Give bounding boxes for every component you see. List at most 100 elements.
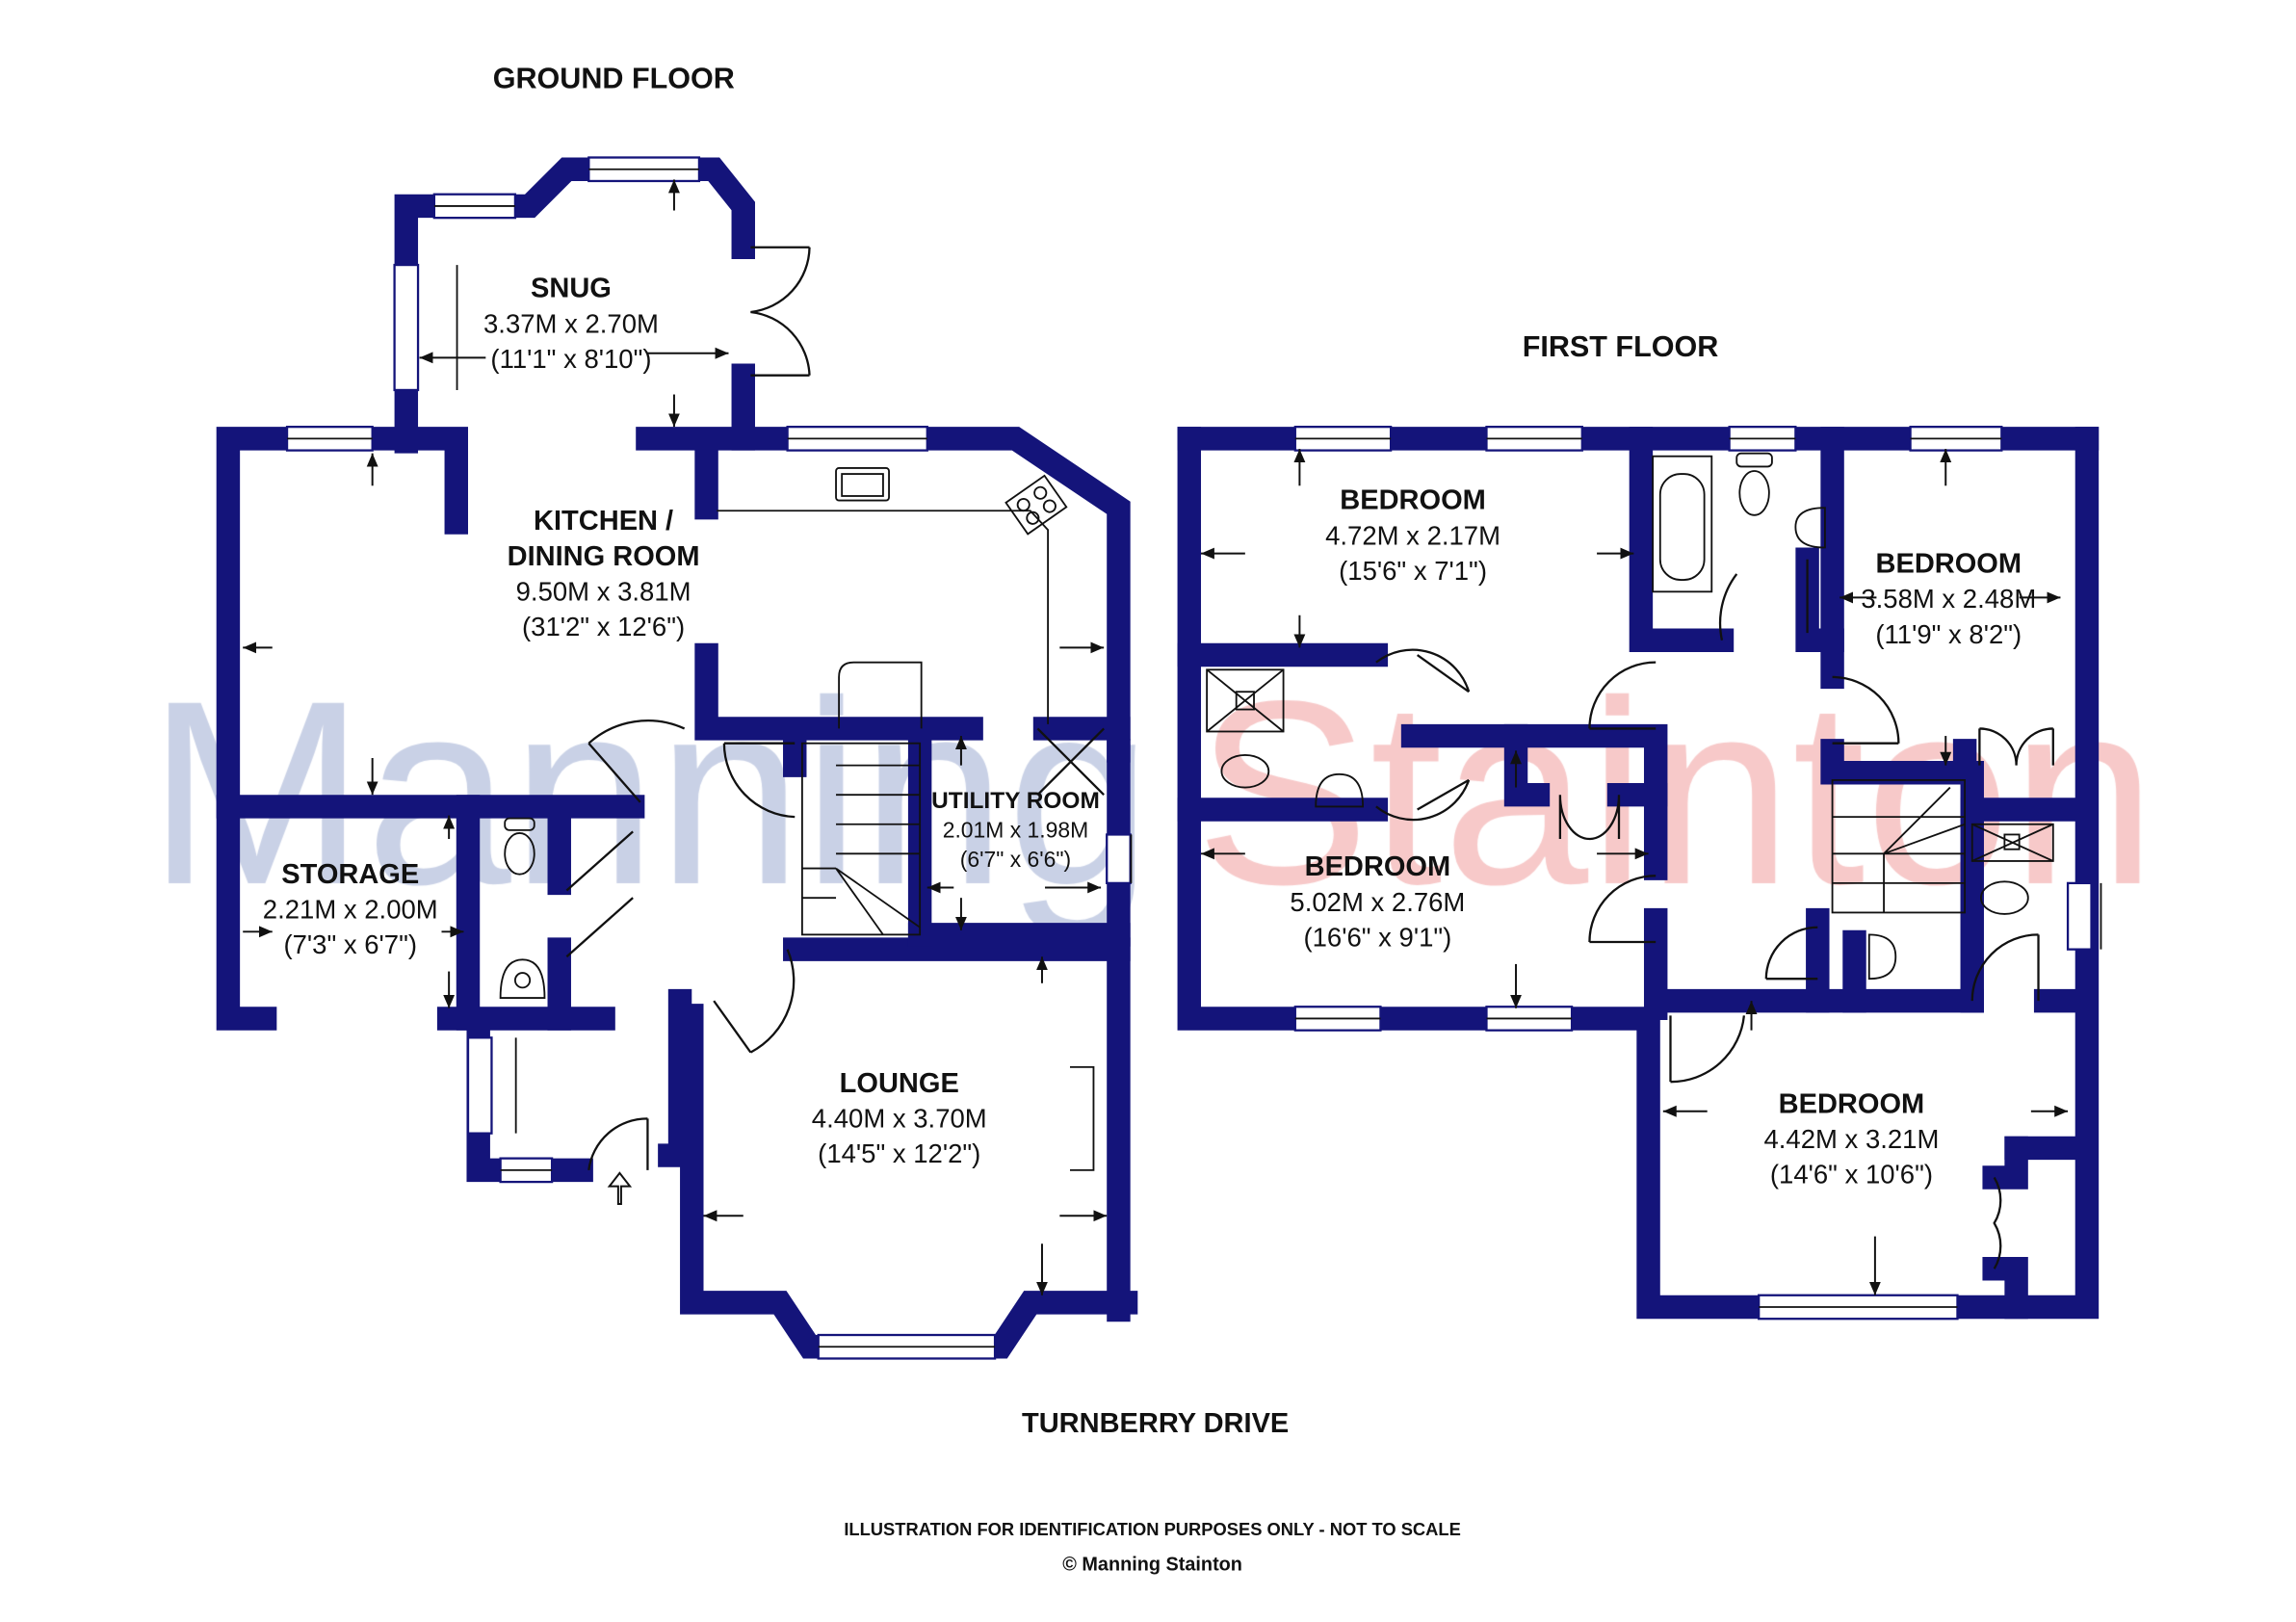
svg-text:DINING ROOM: DINING ROOM [508,541,700,572]
wall [394,157,755,454]
window [1728,426,1797,452]
door [1970,933,2040,1002]
svg-text:3.58M x 2.48M: 3.58M x 2.48M [1861,584,2036,614]
window [1293,1006,1382,1032]
window [587,156,701,183]
door [750,246,811,377]
wall [694,642,983,741]
bath-icon [1652,455,1713,593]
stairs-ground [800,742,922,936]
door [1832,675,1900,745]
svg-text:KITCHEN /: KITCHEN / [534,506,673,536]
svg-text:4.42M x 3.21M: 4.42M x 3.21M [1763,1124,1939,1154]
kitchen-sink-icon [835,467,890,502]
window [393,263,458,392]
svg-text:BEDROOM: BEDROOM [1305,851,1451,882]
room-label-bedroom-3: BEDROOM 5.02M x 2.76M (16'6" x 9'1") [1290,851,1465,952]
windows [285,156,2102,1360]
breakfast-bar [838,661,923,729]
svg-text:STORAGE: STORAGE [281,859,419,890]
door [1764,926,1818,981]
door [1036,727,1105,797]
basin-icon [1315,772,1365,808]
door [1669,1015,1746,1084]
wall [216,427,469,1031]
window [786,426,928,452]
room-label-utility: UTILITY ROOM 2.01M x 1.98M (6'7" x 6'6") [931,788,1100,872]
toilet-icon [1735,452,1773,516]
svg-text:(6'7" x 6'6"): (6'7" x 6'6") [960,847,1071,872]
window [499,1157,554,1184]
svg-text:(14'6" x 10'6"): (14'6" x 10'6") [1770,1160,1933,1190]
svg-text:(11'1" x 8'10"): (11'1" x 8'10") [490,344,651,374]
door [713,949,796,1054]
stairs-first [1831,778,1967,914]
room-label-bedroom-2: BEDROOM 3.58M x 2.48M (11'9" x 8'2") [1861,548,2036,648]
kitchen-worktop [717,510,1050,724]
window [1485,426,1583,452]
svg-text:(15'6" x 7'1"): (15'6" x 7'1") [1339,556,1487,586]
window [1293,426,1393,452]
toilet-icon [504,817,535,876]
door [1375,648,1471,822]
room-label-bedroom-1: BEDROOM 4.72M x 2.17M (15'6" x 7'1") [1325,485,1500,586]
door [1588,661,1657,730]
wall [1629,427,1735,652]
window [432,193,517,220]
hob-icon [1004,474,1068,536]
svg-text:(16'6" x 9'1"): (16'6" x 9'1") [1303,923,1451,953]
svg-text:5.02M x 2.76M: 5.02M x 2.76M [1290,887,1465,917]
room-label-snug: SNUG 3.37M x 2.70M (11'1" x 8'10") [483,274,659,374]
svg-text:BEDROOM: BEDROOM [1340,485,1486,516]
window [1106,833,1133,885]
street-name: TURNBERRY DRIVE [1022,1408,1289,1439]
door [722,742,796,819]
shower-tray-icon [1970,823,2054,862]
fireplace [1070,1065,1095,1171]
window [466,1036,517,1135]
wall [466,1010,593,1183]
svg-text:9.50M x 3.81M: 9.50M x 3.81M [516,576,691,606]
basin-icon [1867,933,1897,981]
door [565,830,634,958]
door [1718,559,1809,641]
room-label-kitchen-dining: KITCHEN / DINING ROOM 9.50M x 3.81M (31'… [508,506,700,641]
svg-text:4.40M x 3.70M: 4.40M x 3.70M [812,1104,987,1134]
svg-text:(7'3" x 6'7"): (7'3" x 6'7") [283,929,417,959]
svg-text:3.37M x 2.70M: 3.37M x 2.70M [483,308,659,338]
svg-text:BEDROOM: BEDROOM [1876,548,2022,579]
room-label-storage: STORAGE 2.21M x 2.00M (7'3" x 6'7") [263,859,438,959]
svg-text:(11'9" x 8'2"): (11'9" x 8'2") [1875,619,2022,649]
svg-text:(14'5" x 12'2"): (14'5" x 12'2") [818,1138,980,1168]
svg-text:LOUNGE: LOUNGE [840,1068,959,1099]
svg-text:4.72M x 2.17M: 4.72M x 2.17M [1325,520,1500,550]
dimension-arrows [243,179,2069,1295]
wall [680,1004,1138,1359]
wall [1982,1136,2028,1190]
door [1978,727,2054,766]
first-floor-heading: FIRST FLOOR [1523,330,1719,363]
entrance-arrow-icon [607,1171,633,1206]
door [587,1117,649,1171]
svg-text:(31'2" x 12'6"): (31'2" x 12'6") [522,612,685,641]
fixtures [499,452,2054,1206]
wall [1177,427,2100,1320]
shower-tray-icon [1206,668,1285,733]
room-label-lounge: LOUNGE 4.40M x 3.70M (14'5" x 12'2") [812,1068,987,1168]
window [1758,1294,1959,1321]
room-label-bedroom-4: BEDROOM 4.42M x 3.21M (14'6" x 10'6") [1763,1088,1939,1189]
svg-text:SNUG: SNUG [531,274,612,304]
window [2066,881,2102,951]
toilet-icon [1980,880,2029,915]
wall [1400,723,1668,880]
window [1909,426,2003,452]
ground-floor-heading: GROUND FLOOR [493,63,735,95]
window [285,426,374,452]
copyright: © Manning Stainton [1062,1555,1242,1576]
door [1993,1176,2002,1269]
toilet-icon [1220,754,1270,789]
basin-icon [499,958,546,999]
door [1558,795,1621,841]
walls [216,157,2100,1359]
